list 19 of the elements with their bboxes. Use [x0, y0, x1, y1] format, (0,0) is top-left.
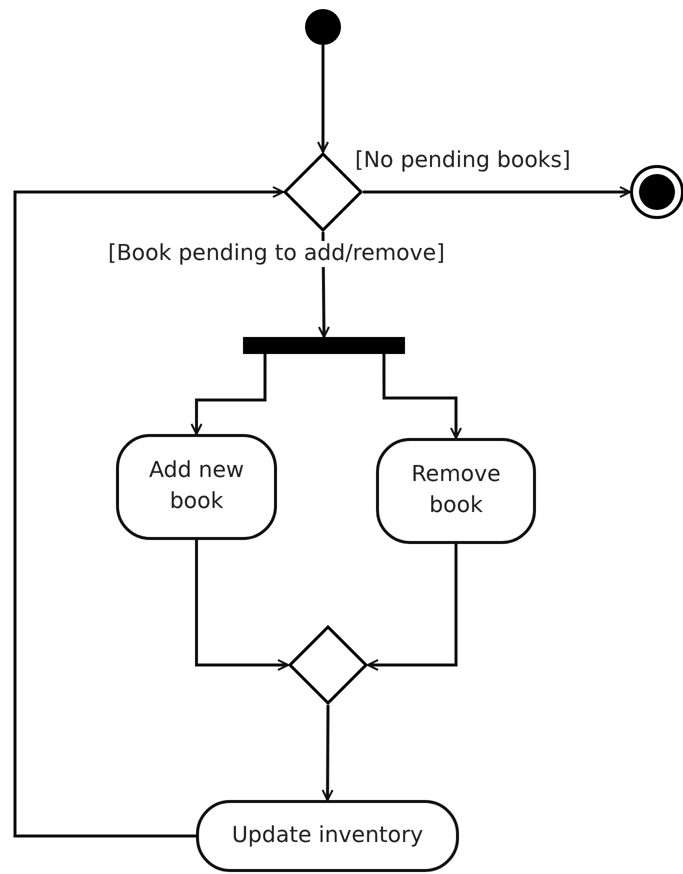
guard-label: [No pending books] [355, 148, 571, 174]
initial-node [305, 9, 341, 45]
arrow [14, 186, 284, 838]
action-box [376, 438, 536, 544]
arrow [190, 354, 267, 435]
arrow [382, 354, 462, 439]
final-node [630, 164, 683, 220]
decision-diamond [288, 625, 368, 705]
arrow [367, 544, 458, 671]
arrow [363, 186, 631, 198]
arrow [317, 45, 329, 153]
arrow [195, 540, 289, 671]
fork-bar [243, 337, 405, 354]
action-label: Add new book [148, 457, 246, 516]
arrow [322, 704, 334, 801]
action-label: Remove book [410, 461, 502, 520]
guard-label: [Book pending to add/remove] [108, 241, 445, 268]
action-label: Update inventory [232, 822, 424, 850]
action-box [116, 434, 277, 540]
